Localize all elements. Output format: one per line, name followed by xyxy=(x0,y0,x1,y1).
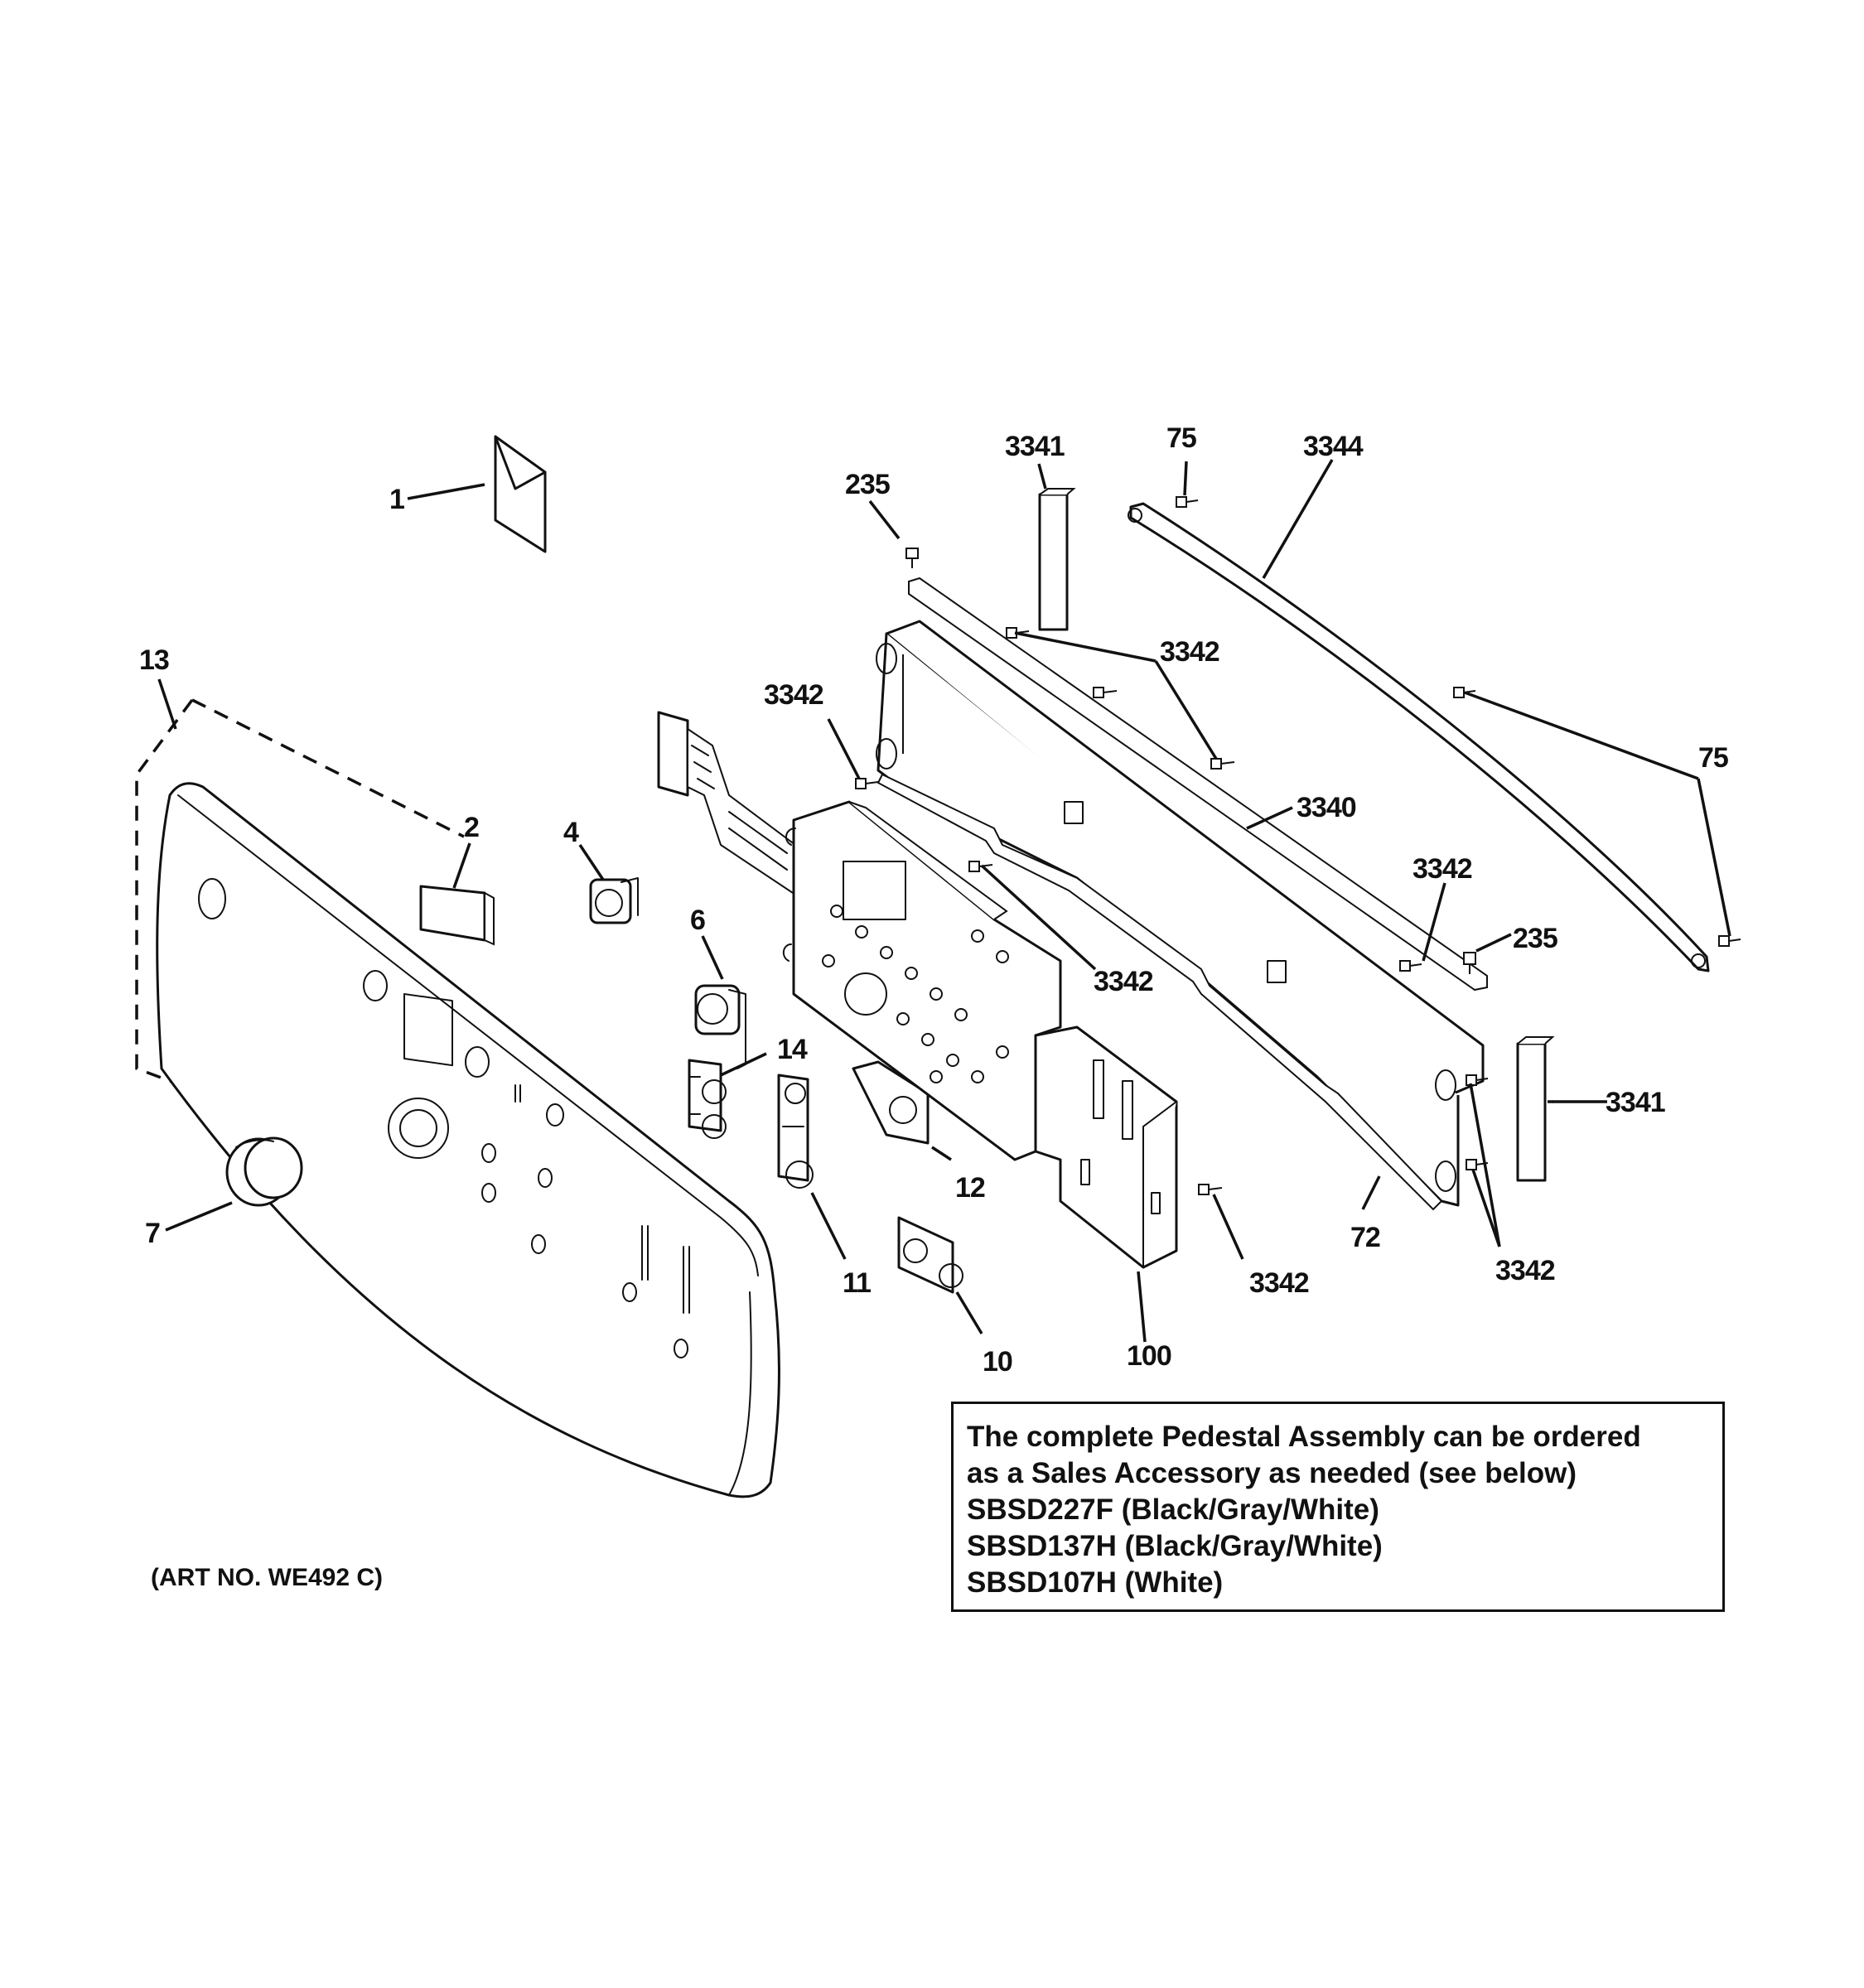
note-line-2: as a Sales Accessory as needed (see belo… xyxy=(967,1457,1577,1489)
part-2-window xyxy=(419,885,495,946)
callout-1: 1 xyxy=(389,484,404,515)
callout-6: 6 xyxy=(690,905,705,936)
part-3341-block-bottom xyxy=(1516,1036,1555,1182)
callout-235-right: 235 xyxy=(1513,923,1557,954)
callout-3342-bottom: 3342 xyxy=(1249,1267,1309,1299)
pedestal-assembly-note: The complete Pedestal Assembly can be or… xyxy=(951,1402,1725,1612)
callout-75-top: 75 xyxy=(1166,422,1196,454)
callout-4: 4 xyxy=(563,817,579,848)
part-7-knob xyxy=(225,1136,303,1207)
callout-3341-lower: 3341 xyxy=(1606,1087,1665,1118)
callout-3341-upper: 3341 xyxy=(1005,431,1065,462)
callout-3342-left: 3342 xyxy=(764,679,823,711)
callout-10: 10 xyxy=(983,1346,1012,1378)
callout-11: 11 xyxy=(843,1267,871,1299)
part-10-switch-pair xyxy=(897,1216,963,1294)
part-14-switch-pair xyxy=(688,1059,727,1139)
note-line-5: SBSD107H (White) xyxy=(967,1566,1224,1599)
part-3344-trim xyxy=(1128,502,1710,972)
art-number: (ART NO. WE492 C) xyxy=(151,1564,384,1591)
callout-14: 14 xyxy=(777,1034,808,1065)
note-line-1: The complete Pedestal Assembly can be or… xyxy=(967,1421,1641,1453)
part-100-control-board xyxy=(782,800,1178,1269)
callout-12: 12 xyxy=(955,1172,985,1204)
part-1-envelope xyxy=(494,435,547,553)
callout-3342-middle: 3342 xyxy=(1094,966,1153,997)
part-4-switch xyxy=(589,877,639,924)
callout-75-right: 75 xyxy=(1698,742,1728,774)
top-strip xyxy=(908,577,1488,992)
callout-3342-right: 3342 xyxy=(1412,853,1472,885)
callout-13: 13 xyxy=(139,644,169,676)
part-3341-block-top xyxy=(1038,488,1076,631)
callout-3342-lower-right: 3342 xyxy=(1495,1255,1555,1286)
note-line-3: SBSD227F (Black/Gray/White) xyxy=(967,1493,1379,1526)
leader-lines xyxy=(157,459,1731,1343)
note-line-4: SBSD137H (Black/Gray/White) xyxy=(967,1530,1383,1562)
part-6-switch xyxy=(694,984,746,1069)
callout-2: 2 xyxy=(464,812,479,843)
callout-labels: 1 2 4 6 7 13 14 11 12 10 100 3342 72 334… xyxy=(139,422,1729,1378)
ribbon-cable xyxy=(657,711,796,896)
callout-3342-upper: 3342 xyxy=(1160,636,1219,668)
part-3340-bracket xyxy=(876,620,1485,1207)
callout-72: 72 xyxy=(1350,1222,1380,1253)
part-72-gasket xyxy=(876,773,1443,1211)
callout-3344: 3344 xyxy=(1303,431,1364,462)
part-11-switch-pair xyxy=(777,1074,814,1189)
callout-3340: 3340 xyxy=(1297,792,1356,823)
callout-7: 7 xyxy=(145,1218,160,1249)
callout-100: 100 xyxy=(1127,1340,1171,1372)
screw-icons xyxy=(855,496,1741,1195)
part-12-switch xyxy=(852,1060,930,1145)
callout-235-top: 235 xyxy=(845,469,890,500)
part-13-control-panel xyxy=(156,782,780,1498)
